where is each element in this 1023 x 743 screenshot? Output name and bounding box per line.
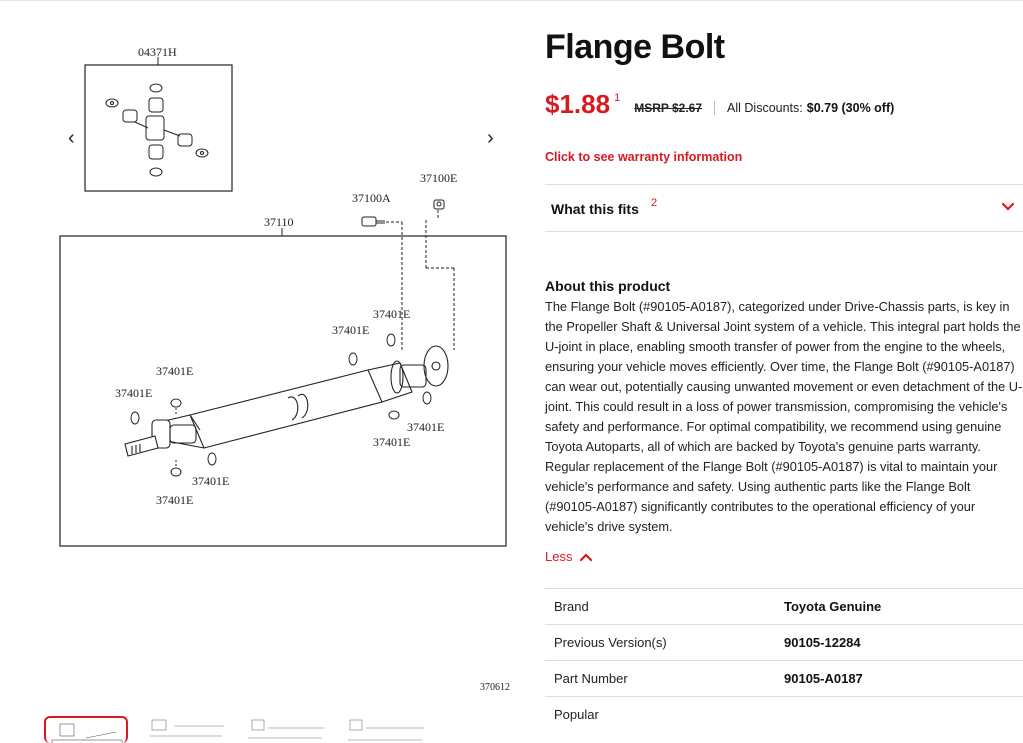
spec-value: 90105-12284 [784,624,1023,661]
thumbnail-1[interactable] [44,716,128,743]
spec-row: Brand Toyota Genuine [545,588,1023,625]
thumbnail-2-preview [150,719,224,737]
bolt-a-label: 37100A [352,191,391,205]
diagram-code: 370612 [480,682,510,693]
top-divider [0,0,1023,5]
nut-label-5: 37401E [192,474,229,488]
diagram-drawing: 04371H 37100A 37100E [59,45,510,693]
spec-key: Brand [545,588,784,625]
product-title: Flange Bolt [545,28,725,66]
warranty-link[interactable]: Click to see warranty information [545,150,743,164]
chevron-right-icon[interactable]: › [487,127,494,149]
u-joint-sketch [105,83,209,177]
spec-key: Part Number [545,660,784,697]
price-row: $1.88 1 MSRP $2.67 All Discounts: $0.79 … [545,86,894,120]
bolt-e-label: 37100E [420,171,457,185]
spec-value: 90105-A0187 [784,660,1023,697]
price-separator [714,101,716,115]
nut-label-2: 37401E [332,323,369,337]
spec-row: Popular [545,696,1023,732]
spec-row: Part Number 90105-A0187 [545,660,1023,697]
spec-key: Previous Version(s) [545,624,784,661]
spec-row: Previous Version(s) 90105-12284 [545,624,1023,661]
nut-label-7: 37401E [373,435,410,449]
nut-label-6: 37401E [156,493,193,507]
thumbnail-3-preview [248,719,324,739]
shaft-label: 37110 [264,215,294,229]
nut-label-3: 37401E [156,364,193,378]
fits-label: What this fits [551,201,639,217]
sale-price: $1.88 [545,89,611,119]
nut-label-1: 37401E [373,307,410,321]
nut-sketches [130,333,432,477]
fits-footnote: 2 [651,197,658,209]
discount-label: All Discounts: [727,101,803,115]
chevron-up-icon [580,552,593,561]
spec-value: Toyota Genuine [784,588,1023,625]
chevron-left-icon[interactable]: ‹ [68,127,75,149]
about-description: The Flange Bolt (#90105-A0187), categori… [545,299,1023,534]
discount-value: $0.79 (30% off) [806,101,895,115]
assembly-frame [59,235,507,547]
thumbnail-3[interactable] [244,716,324,743]
what-this-fits-accordion[interactable]: What this fits 2 [545,184,1023,232]
spec-value [784,696,1023,732]
less-toggle[interactable]: Less [545,549,593,564]
nut-label-4: 37401E [115,386,152,400]
less-label: Less [545,549,573,564]
inset-label: 04371H [138,45,177,59]
msrp-price: MSRP $2.67 [634,101,703,115]
propeller-shaft-sketch [124,345,449,457]
parts-diagram: 04371H 37100A 37100E [40,20,530,700]
spec-key: Popular [545,696,784,732]
nut-label-8: 37401E [407,420,444,434]
spec-table: Brand Toyota Genuine Previous Version(s)… [545,588,1023,732]
thumbnail-strip [44,716,444,743]
about-heading: About this product [545,278,671,294]
thumbnail-4[interactable] [344,716,424,743]
chevron-down-icon[interactable] [1001,200,1015,214]
thumbnail-4-preview [348,719,424,741]
price-footnote: 1 [614,92,621,104]
bolt-sketches [361,199,455,350]
thumbnail-1-preview [51,723,123,743]
thumbnail-2[interactable] [144,716,224,743]
